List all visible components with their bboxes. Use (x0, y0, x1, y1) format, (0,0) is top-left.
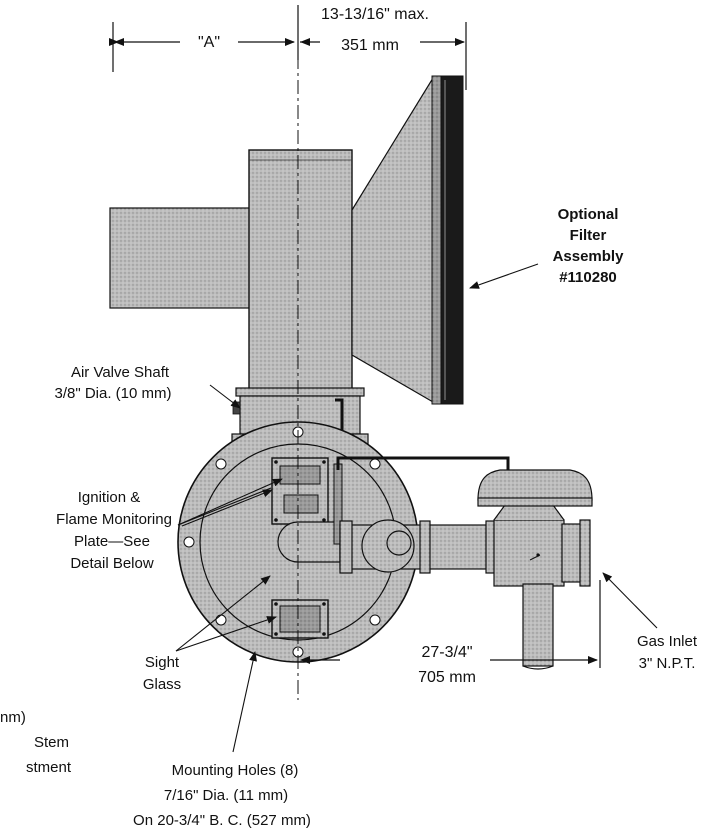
dimension-top-max: 13-13/16" max. (321, 6, 429, 23)
dimension-bottom-mm: 705 mm (418, 669, 476, 686)
mounting-line-3: On 20-3/4" B. C. (527 mm) (133, 812, 311, 829)
ignition-line-3: Plate—See (74, 533, 150, 550)
filter-line-3: Assembly (553, 248, 625, 265)
callout-filter: Optional Filter Assembly #110280 (553, 206, 625, 286)
filter-line-1: Optional (558, 206, 619, 223)
fragment-line-2: Stem (34, 734, 69, 751)
ignition-line-1: Ignition & (78, 489, 141, 506)
callout-gas-inlet: Gas Inlet 3" N.P.T. (637, 633, 698, 672)
ignition-plate (271, 457, 329, 525)
ignition-line-4: Detail Below (70, 555, 154, 572)
ignition-line-2: Flame Monitoring (56, 511, 172, 528)
dimension-a-label: "A" (198, 34, 220, 51)
sight-glass-line-1: Sight (145, 654, 180, 671)
callout-ignition: Ignition & Flame Monitoring Plate—See De… (56, 489, 172, 572)
callout-sight-glass: Sight Glass (143, 654, 181, 693)
dimension-top-mm: 351 mm (341, 37, 399, 54)
filter-line-4: #110280 (559, 269, 617, 286)
dimension-bottom: 27-3/4" 705 mm (300, 580, 601, 686)
air-valve-line-2: 3/8" Dia. (10 mm) (54, 385, 171, 402)
callout-air-valve: Air Valve Shaft 3/8" Dia. (10 mm) (54, 364, 171, 402)
mounting-line-1: Mounting Holes (8) (172, 762, 299, 779)
air-valve-line-1: Air Valve Shaft (71, 364, 170, 381)
filter-line-2: Filter (570, 227, 607, 244)
callout-mounting-holes: Mounting Holes (8) 7/16" Dia. (11 mm) On… (133, 762, 311, 829)
gas-inlet-line-1: Gas Inlet (637, 633, 698, 650)
leader-lines (175, 263, 658, 753)
mounting-line-2: 7/16" Dia. (11 mm) (164, 787, 288, 804)
dimension-top: 13-13/16" max. 351 mm (300, 6, 467, 90)
fragment-line-1: nm) (0, 709, 26, 726)
gas-inlet-line-2: 3" N.P.T. (639, 655, 696, 672)
fragment-line-3: stment (26, 759, 72, 776)
burner-housing (109, 75, 464, 405)
sight-glass (271, 599, 329, 639)
callout-left-fragment: nm) Stem stment (0, 709, 72, 776)
dimension-bottom-in: 27-3/4" (421, 644, 472, 661)
sight-glass-line-2: Glass (143, 676, 181, 693)
dimension-a: "A" (109, 5, 299, 72)
gas-piping (336, 456, 593, 670)
